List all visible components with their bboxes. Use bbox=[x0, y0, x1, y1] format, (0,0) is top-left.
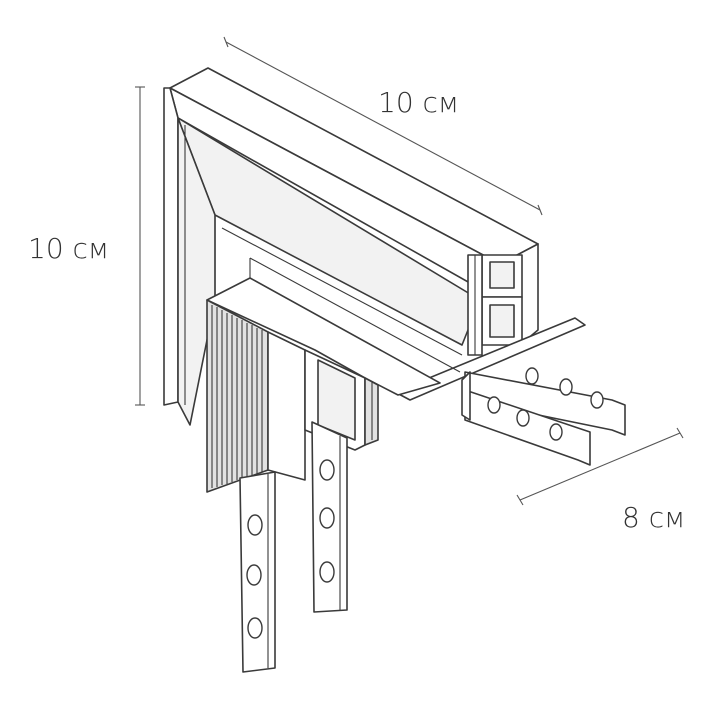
dimension-height bbox=[135, 86, 145, 406]
hole bbox=[319, 561, 335, 583]
hole bbox=[549, 423, 563, 441]
dimension-height-label: 10 см bbox=[28, 232, 109, 265]
dimension-depth bbox=[516, 427, 684, 506]
vertical-strip-left-holes bbox=[246, 514, 263, 639]
horizontal-strip-lower-holes bbox=[487, 396, 563, 441]
hole bbox=[319, 507, 335, 529]
heat-sink-fins bbox=[211, 305, 263, 488]
hole bbox=[516, 409, 530, 427]
hole bbox=[487, 396, 501, 414]
hole bbox=[525, 367, 539, 385]
hole bbox=[590, 391, 604, 409]
hole bbox=[247, 514, 263, 536]
profile-end-section bbox=[467, 243, 539, 356]
hole bbox=[246, 564, 262, 586]
hole bbox=[319, 459, 335, 481]
hole bbox=[247, 617, 263, 639]
dimension-top bbox=[223, 36, 543, 216]
dimension-depth-label: 8 см bbox=[622, 501, 685, 534]
hole bbox=[559, 378, 573, 396]
dimension-top-label: 10 см bbox=[378, 86, 459, 119]
vertical-strip-right-holes bbox=[319, 459, 335, 583]
connector-vertical-block bbox=[206, 257, 461, 493]
horizontal-strip-upper-holes bbox=[525, 367, 604, 409]
